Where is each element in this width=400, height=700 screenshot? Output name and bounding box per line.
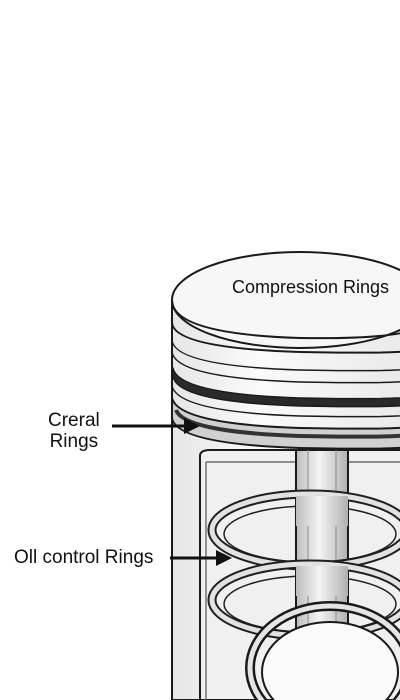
leader-arrows	[112, 418, 232, 566]
compression-ring-dark	[172, 367, 400, 408]
compression-rings-label: Compression Rings	[232, 277, 390, 297]
creral-arrow-head	[184, 418, 200, 434]
oil-arrow-head	[216, 550, 232, 566]
piston-top-rim	[171, 299, 400, 340]
oil-control-rings-label: Oll control Rings	[14, 547, 154, 568]
piston-top	[171, 251, 400, 349]
compression-band-1	[171, 321, 400, 354]
compression-band-3	[171, 351, 400, 384]
creral-rings-label-line2: Rings	[49, 431, 99, 452]
compression-band-4	[171, 385, 400, 418]
creral-rings-label-line1: Creral	[48, 410, 100, 431]
compression-band-2	[171, 339, 400, 372]
creral-rings-label: Creral Rings	[48, 410, 100, 452]
